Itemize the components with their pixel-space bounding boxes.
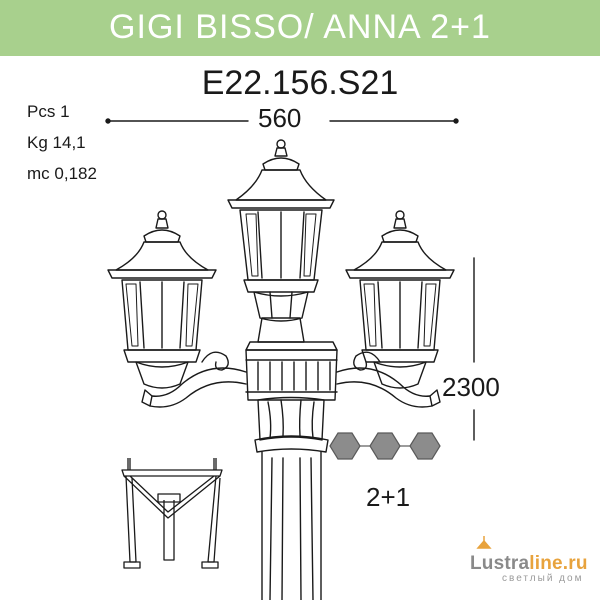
spec-mc: mc 0,182 [27,164,97,184]
width-dimension-label: 560 [258,103,302,133]
spec-pcs-value: 1 [60,102,70,121]
spec-pcs: Pcs 1 [27,102,70,122]
header-banner: GIGI BISSO/ ANNA 2+1 [0,0,600,56]
spec-kg-label: Kg [27,133,48,152]
logo-subtitle: светлый дом [502,573,584,584]
configuration-label: 2+1 [366,482,411,512]
width-dimension-line [105,118,459,124]
spec-mc-value: 0,182 [54,164,97,183]
logo-part-2: line.ru [529,553,588,574]
spec-mc-label: mc [27,164,50,183]
right-lantern [345,210,455,389]
center-lantern [227,139,335,343]
spec-kg: Kg 14,1 [27,133,86,153]
height-dimension-label: 2300 [442,372,500,402]
base-bracket-drawing [121,458,223,569]
left-arm [141,351,247,408]
spec-kg-value: 14,1 [52,133,86,152]
right-arm [336,351,441,408]
logo-wordmark: Lustraline.ru [470,553,594,575]
logo-part-1: Lustra [470,553,530,574]
pole-shaft [245,341,338,600]
spec-pcs-label: Pcs [27,102,56,121]
lamp-logo-icon [476,536,492,549]
header-title: GIGI BISSO/ ANNA 2+1 [109,8,491,46]
lustraline-logo[interactable]: Lustraline.ru светлый дом [470,553,594,584]
hexagon-config-icon [329,432,441,460]
left-lantern [107,210,217,389]
model-code: E22.156.S21 [201,64,399,102]
